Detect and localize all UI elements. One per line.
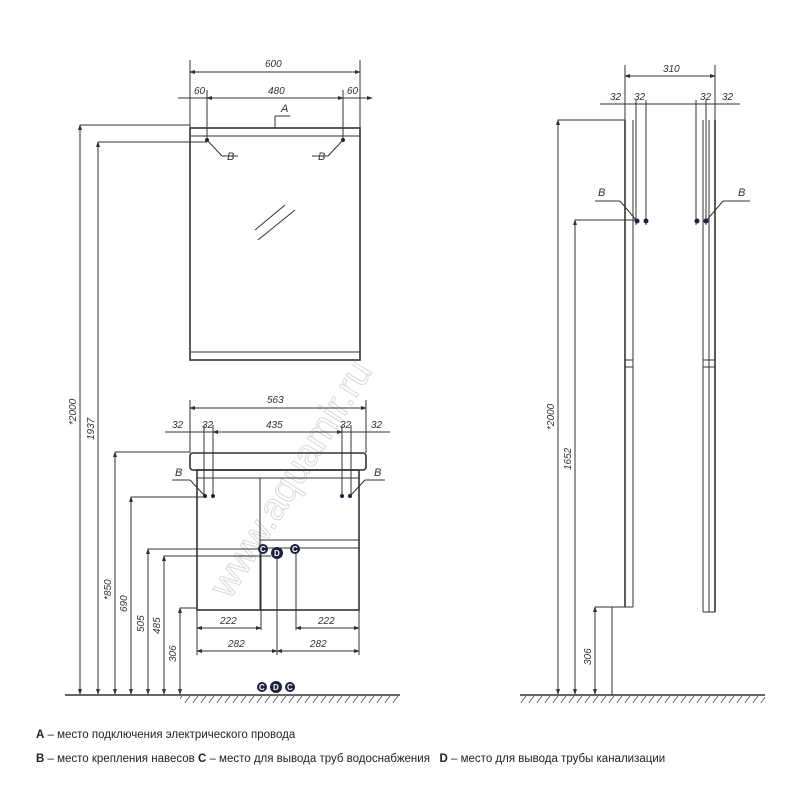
dim-side-1: 32 xyxy=(172,420,184,431)
dim-cabinet-inner: 435 xyxy=(266,420,283,431)
floor-side xyxy=(520,694,765,703)
dim-side-d2: 32 xyxy=(634,92,646,103)
dim-side-total: *2000 xyxy=(546,403,557,430)
marker-c: C xyxy=(259,683,265,692)
legend-key-c: C xyxy=(197,753,207,765)
front-height-dims: *2000 1937 *850 690 505 485 306 xyxy=(68,124,271,695)
marker-d: D xyxy=(273,683,279,692)
mirror-front: 600 60 480 60 A B B xyxy=(178,59,373,361)
dim-side-hook: 1652 xyxy=(563,447,574,470)
dim-hook-height: 690 xyxy=(119,595,130,612)
dim-mirror-mount-height: 1937 xyxy=(86,417,97,440)
marker-d: D xyxy=(274,549,280,558)
legend-text-a: – место подключения электрического прово… xyxy=(44,729,296,741)
legend-text-d: – место для вывода трубы канализации xyxy=(447,753,666,765)
dim-cabinet-width: 563 xyxy=(267,395,284,406)
marker-c: C xyxy=(260,545,266,554)
dim-side-3: 32 xyxy=(340,420,352,431)
dim-mirror-right: 60 xyxy=(347,86,359,97)
dim-side-d4: 32 xyxy=(722,92,734,103)
dim-mirror-left: 60 xyxy=(194,86,206,97)
dim-d-left: 282 xyxy=(227,639,245,650)
dim-side-d1: 32 xyxy=(610,92,622,103)
marker-c: C xyxy=(287,683,293,692)
label-b-side-left: B xyxy=(598,187,605,199)
marker-c: C xyxy=(292,545,298,554)
label-b-mirror-right: B xyxy=(318,151,325,163)
label-b-cabinet-left: B xyxy=(175,467,182,479)
label-b-cabinet-right: B xyxy=(374,467,381,479)
dim-cabinet-bottom-height: 306 xyxy=(168,645,179,662)
dim-d-right: 282 xyxy=(309,639,327,650)
dim-side-d3: 32 xyxy=(700,92,712,103)
legend-line-2: B – место крепления навесов C – место дл… xyxy=(36,753,665,765)
legend-text-c: – место для вывода труб водоснабжения xyxy=(206,753,430,765)
legend-key-b: B xyxy=(36,753,45,765)
dim-c-right: 222 xyxy=(317,616,335,627)
legend-text-b: – место крепления навесов xyxy=(44,753,198,765)
floor-front xyxy=(65,694,400,703)
dim-total-height: *2000 xyxy=(68,398,79,425)
legend-key-a: A xyxy=(36,729,45,741)
dim-mirror-width: 600 xyxy=(265,59,282,70)
dim-side-4: 32 xyxy=(371,420,383,431)
dim-pipe-d-height: 485 xyxy=(152,617,163,634)
label-b-side-right: B xyxy=(738,187,745,199)
dim-side-bottom: 306 xyxy=(583,648,594,665)
dim-side-depth: 310 xyxy=(663,64,680,75)
watermark: www.aquamir.ru xyxy=(201,353,380,605)
dim-sink-height: *850 xyxy=(103,579,114,600)
legend-line-1: A – место подключения электрического про… xyxy=(36,729,295,741)
side-view: 310 32 32 32 32 B B *2000 1652 306 xyxy=(546,64,750,695)
pipe-markers: C D C C D C xyxy=(257,544,300,693)
label-b-mirror-left: B xyxy=(227,151,234,163)
cabinet-front: 563 32 32 435 32 32 B B C D C C D C 222 … xyxy=(165,395,390,693)
dim-c-left: 222 xyxy=(219,616,237,627)
dim-pipe-c-height: 505 xyxy=(136,615,147,632)
dim-side-2: 32 xyxy=(202,420,214,431)
dim-mirror-inner: 480 xyxy=(268,86,285,97)
label-a: A xyxy=(280,103,288,115)
legend-key-d: D xyxy=(439,753,448,765)
